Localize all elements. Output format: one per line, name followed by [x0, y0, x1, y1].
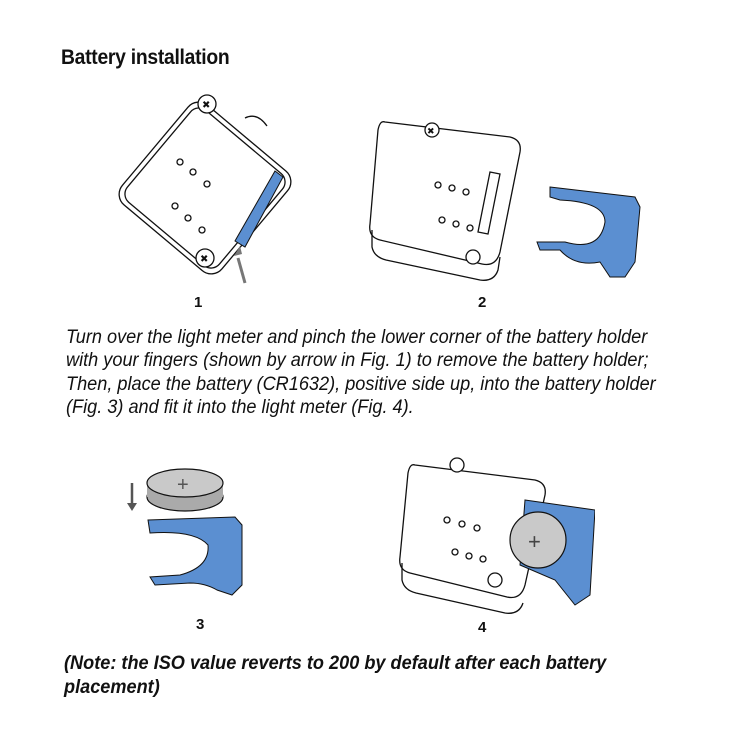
- figure-3-battery-into-holder: +: [127, 468, 243, 596]
- battery-holder-icon: [147, 516, 243, 596]
- figure-1-label: 1: [194, 294, 203, 311]
- svg-text:+: +: [528, 529, 541, 554]
- page-title: Battery installation: [61, 46, 230, 69]
- svg-text:✖: ✖: [427, 126, 435, 136]
- battery-holder-icon: [234, 170, 284, 248]
- battery-holder-icon: [536, 186, 641, 278]
- figure-2-meter-and-holder-removed: ✖: [369, 121, 641, 281]
- svg-text:✖: ✖: [200, 254, 208, 265]
- figure-3-label: 3: [196, 616, 205, 633]
- battery-icon: [509, 511, 567, 569]
- down-arrow-icon: [127, 483, 137, 511]
- figure-1-meter-with-holder: ✖ ✖: [118, 94, 292, 284]
- figure-4-holder-inserted: +: [399, 457, 595, 614]
- instructions-text: Turn over the light meter and pinch the …: [66, 326, 656, 418]
- arrow-icon: [234, 246, 247, 284]
- plus-symbol-icon: +: [177, 474, 189, 496]
- figure-2-label: 2: [478, 294, 487, 311]
- svg-text:✖: ✖: [202, 100, 210, 111]
- figure-4-label: 4: [478, 619, 487, 636]
- iso-default-note: (Note: the ISO value reverts to 200 by d…: [64, 652, 607, 698]
